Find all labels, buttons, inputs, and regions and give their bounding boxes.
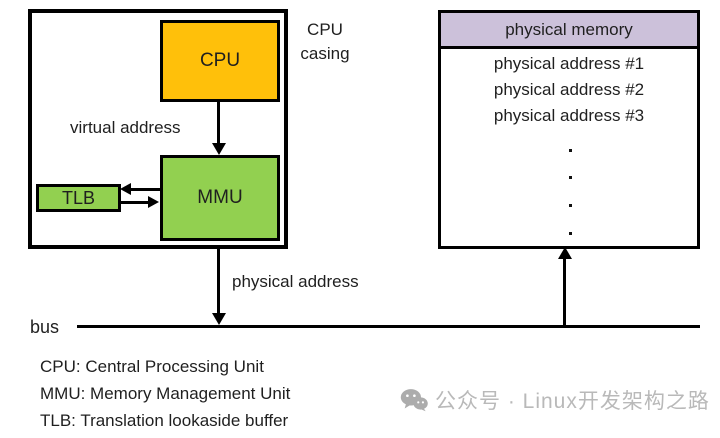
memory-row: physical address #1 [493, 54, 645, 73]
watermark-text: 公众号 · Linux开发架构之路 [435, 390, 710, 413]
tlb-box: TLB [36, 184, 121, 212]
physical-memory-box: physical memory physical address #1 phys… [438, 10, 700, 249]
watermark: 公众号 · Linux开发架构之路 [400, 385, 710, 415]
legend-line-mmu: MMU: Memory Management Unit [40, 384, 291, 403]
ellipsis-dot [569, 232, 572, 235]
legend-line-tlb: TLB: Translation lookaside buffer [40, 411, 289, 430]
physical-memory-header: physical memory [441, 13, 697, 49]
ellipsis-dot [569, 149, 572, 152]
memory-row: physical address #2 [493, 80, 645, 99]
legend-line-cpu: CPU: Central Processing Unit [40, 357, 264, 376]
physical-memory-rows: physical address #1 physical address #2 … [441, 51, 697, 129]
mmu-box: MMU [160, 155, 280, 241]
cpu-box: CPU [160, 20, 280, 102]
ellipsis-dot [569, 204, 572, 207]
bus-label: bus [30, 317, 60, 337]
bus-line [77, 325, 700, 328]
physical-address-label: physical address [232, 272, 359, 291]
virtual-address-label: virtual address [70, 118, 181, 137]
physical-memory-title: physical memory [505, 19, 633, 39]
cpu-casing-label: CPU casing [300, 20, 350, 63]
mmu-box-label: MMU [197, 187, 243, 208]
legend: CPU: Central Processing Unit MMU: Memory… [40, 353, 290, 434]
ellipsis-dot [569, 176, 572, 179]
memory-row: physical address #3 [493, 106, 645, 125]
cpu-box-label: CPU [199, 50, 241, 71]
tlb-box-label: TLB [61, 187, 95, 208]
wechat-icon [400, 388, 428, 412]
